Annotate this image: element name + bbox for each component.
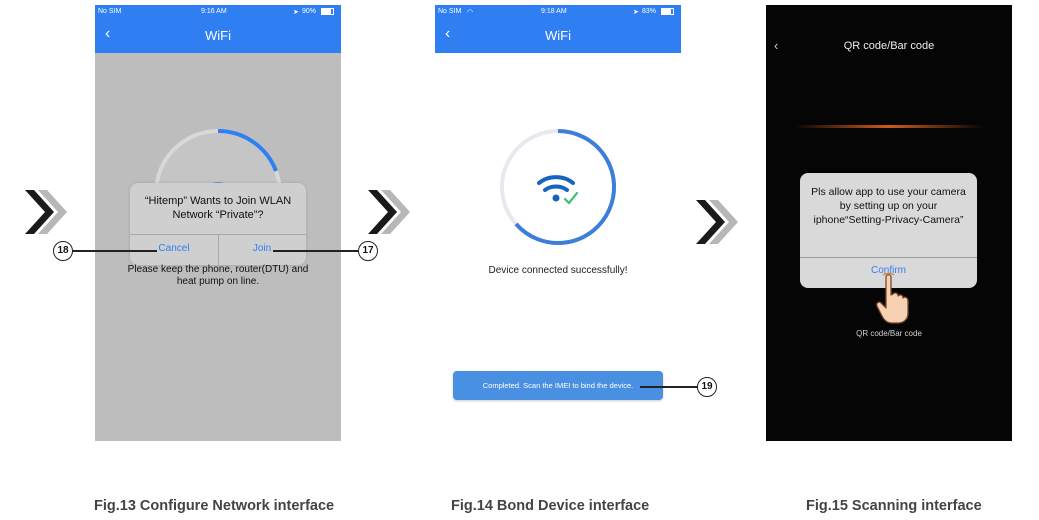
phone-screen-scanning: ‹ QR code/Bar code Pls allow app to use … [766, 5, 1012, 441]
battery-percent: 83% [642, 8, 657, 15]
join-network-dialog: “Hitemp” Wants to Join WLAN Network “Pri… [130, 183, 306, 265]
callout-19: 19 [697, 377, 717, 397]
permission-message: Pls allow app to use your camera by sett… [811, 186, 966, 226]
callout-17: 17 [358, 241, 378, 261]
battery-percent: 90% [302, 8, 317, 15]
wifi-connected-icon [537, 175, 579, 205]
divider [218, 234, 219, 265]
figure-caption: Fig.13 Configure Network interface [94, 498, 335, 514]
phone-screen-bond-device: No SIM ◠ 9:18 AM ➤ 83% ‹ WiFi Device con… [435, 5, 681, 441]
clock: 9:18 AM [541, 8, 567, 15]
page-title: QR code/Bar code [843, 40, 935, 52]
page-title: WiFi [545, 28, 571, 43]
cancel-button[interactable]: Cancel [158, 243, 190, 254]
page-title: WiFi [205, 28, 231, 43]
leader-line [273, 250, 358, 252]
chevron-right-icon [25, 190, 67, 234]
battery-icon [321, 8, 334, 15]
camera-permission-dialog: Pls allow app to use your camera by sett… [800, 173, 977, 288]
nav-bar: ‹ WiFi [95, 19, 341, 53]
back-arrow-icon[interactable]: ‹ [445, 25, 451, 42]
status-bar: No SIM ◠ 9:18 AM ➤ 83% [435, 5, 681, 19]
location-icon: ➤ [633, 9, 639, 16]
tap-hand-icon [876, 273, 909, 324]
figure-caption: Fig.14 Bond Device interface [451, 498, 650, 514]
leader-line [640, 386, 698, 388]
confirm-button[interactable]: Confirm [870, 265, 906, 276]
back-arrow-icon[interactable]: ‹ [774, 38, 779, 53]
battery-icon [661, 8, 674, 15]
dialog-title: “Hitemp” Wants to Join WLAN Network “Pri… [144, 195, 292, 221]
scan-imei-button[interactable]: Completed. Scan the IMEI to bind the dev… [453, 371, 663, 400]
location-icon: ➤ [293, 9, 299, 16]
status-bar: No SIM 9:16 AM ➤ 90% [95, 5, 341, 19]
callout-18: 18 [53, 241, 73, 261]
figure-caption: Fig.15 Scanning interface [806, 498, 982, 514]
join-button[interactable]: Join [252, 243, 272, 254]
phone-screen-configure-network: No SIM 9:16 AM ➤ 90% ‹ WiFi “Hitemp” Wan… [95, 5, 341, 441]
qr-code-label: QR code/Bar code [856, 329, 922, 338]
nav-bar: ‹ WiFi [435, 19, 681, 53]
wifi-icon: ◠ [467, 9, 474, 16]
keep-online-message: Please keep the phone, router(DTU) and h… [127, 264, 309, 287]
scan-line [794, 125, 984, 128]
connected-message: Device connected successfully! [488, 265, 628, 276]
carrier-label: No SIM [98, 8, 122, 15]
carrier-label: No SIM [438, 8, 462, 15]
divider [800, 257, 977, 258]
chevron-right-icon [696, 200, 738, 244]
clock: 9:16 AM [201, 8, 227, 15]
chevron-right-icon [368, 190, 410, 234]
back-arrow-icon[interactable]: ‹ [105, 25, 111, 42]
leader-line [70, 250, 157, 252]
